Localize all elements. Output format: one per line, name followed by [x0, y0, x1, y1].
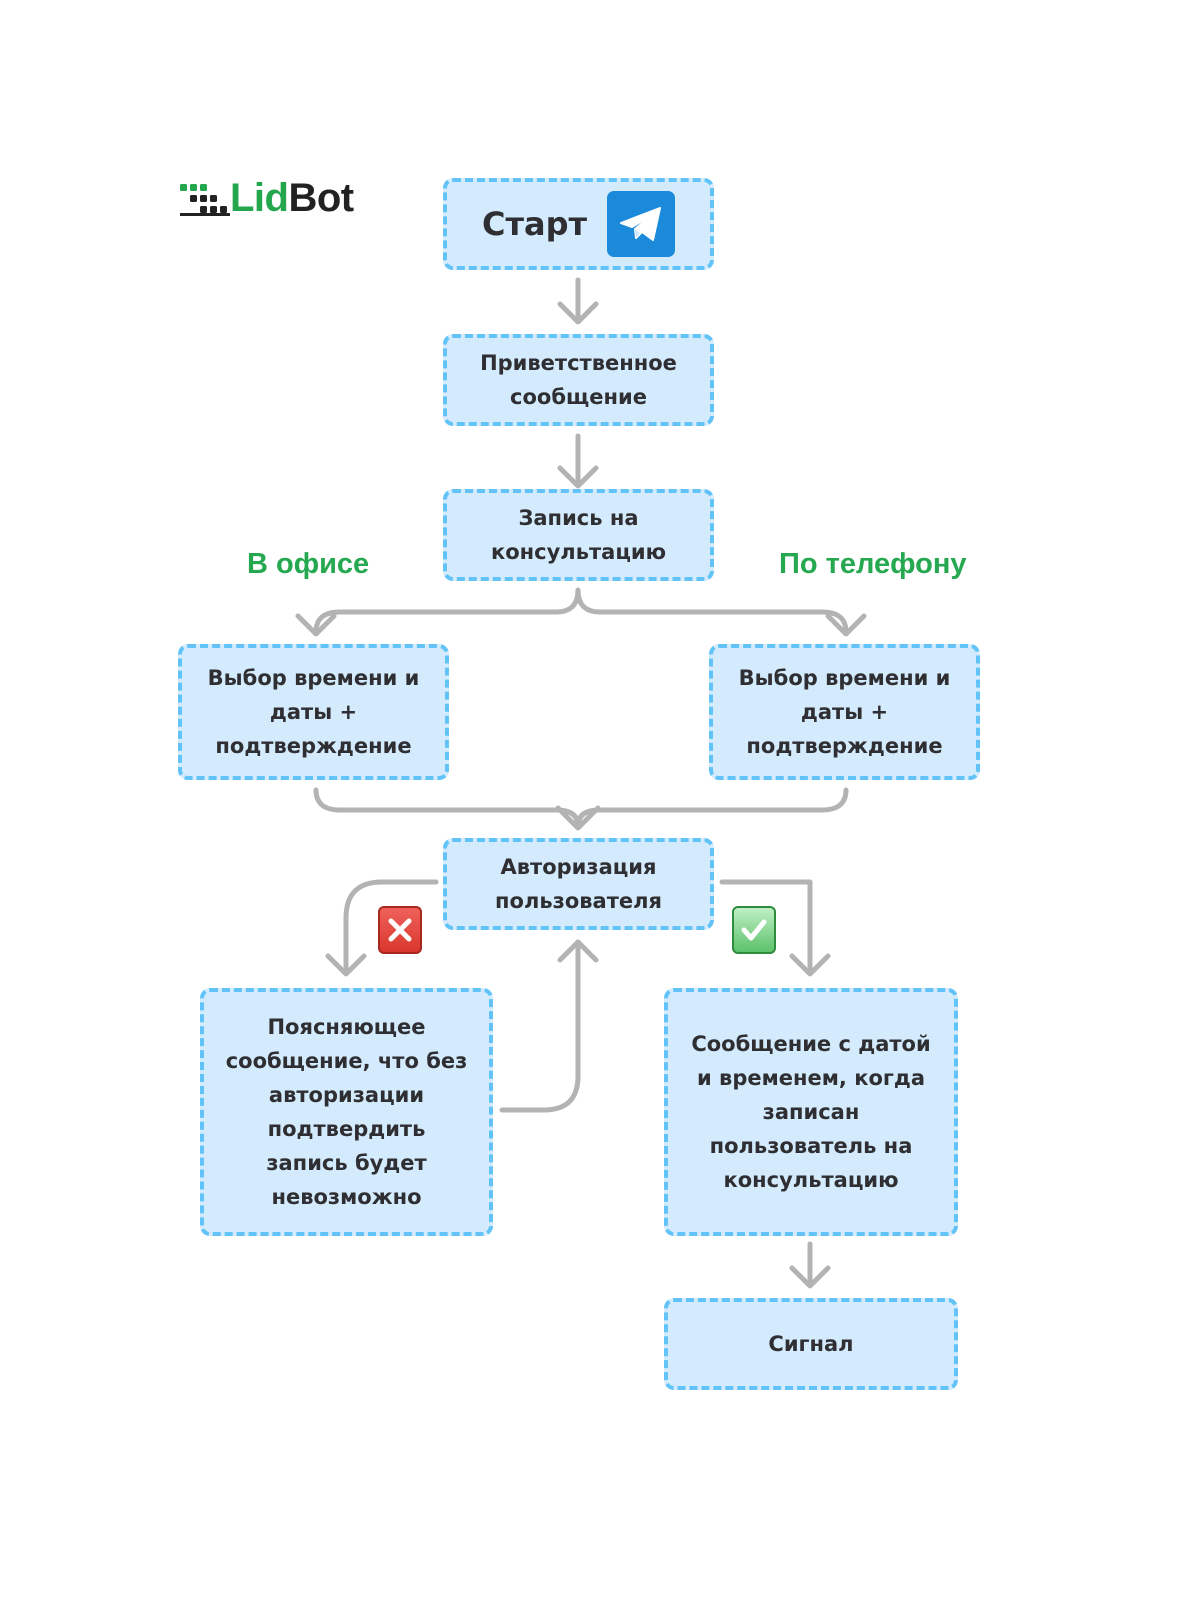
confirm-node: Сообщение с датой и временем, когда запи… [664, 988, 958, 1236]
logo-text: LidBot [230, 175, 354, 220]
arrow-confirm-signal [789, 1241, 831, 1289]
branch-office-label: В офисе [247, 548, 370, 580]
arrow-greeting-booking [557, 433, 599, 489]
time-office-node: Выбор времени и даты + подтверждение [178, 644, 449, 780]
booking-node: Запись на консультацию [443, 489, 714, 581]
arrow-auth-explain [325, 879, 439, 977]
start-node: Старт [443, 178, 714, 270]
lidbot-logo: LidBot [180, 175, 354, 220]
logo-dots-icon [180, 184, 230, 216]
explain-node: Поясняющее сообщение, что без авторизаци… [200, 988, 493, 1236]
arrow-explain-auth [499, 939, 599, 1113]
telegram-icon [607, 191, 676, 257]
check-mark-icon [732, 906, 776, 954]
auth-node: Авторизация пользователя [443, 838, 714, 930]
merge-to-auth [313, 787, 849, 831]
arrow-start-greeting [557, 277, 599, 325]
signal-node: Сигнал [664, 1298, 958, 1390]
branch-phone-label: По телефону [779, 548, 967, 580]
arrow-auth-confirm [719, 879, 831, 977]
greeting-node: Приветственное сообщение [443, 334, 714, 426]
cross-mark-icon [378, 906, 422, 954]
time-phone-node: Выбор времени и даты + подтверждение [709, 644, 980, 780]
split-from-booking [295, 587, 867, 637]
start-label: Старт [481, 205, 588, 243]
